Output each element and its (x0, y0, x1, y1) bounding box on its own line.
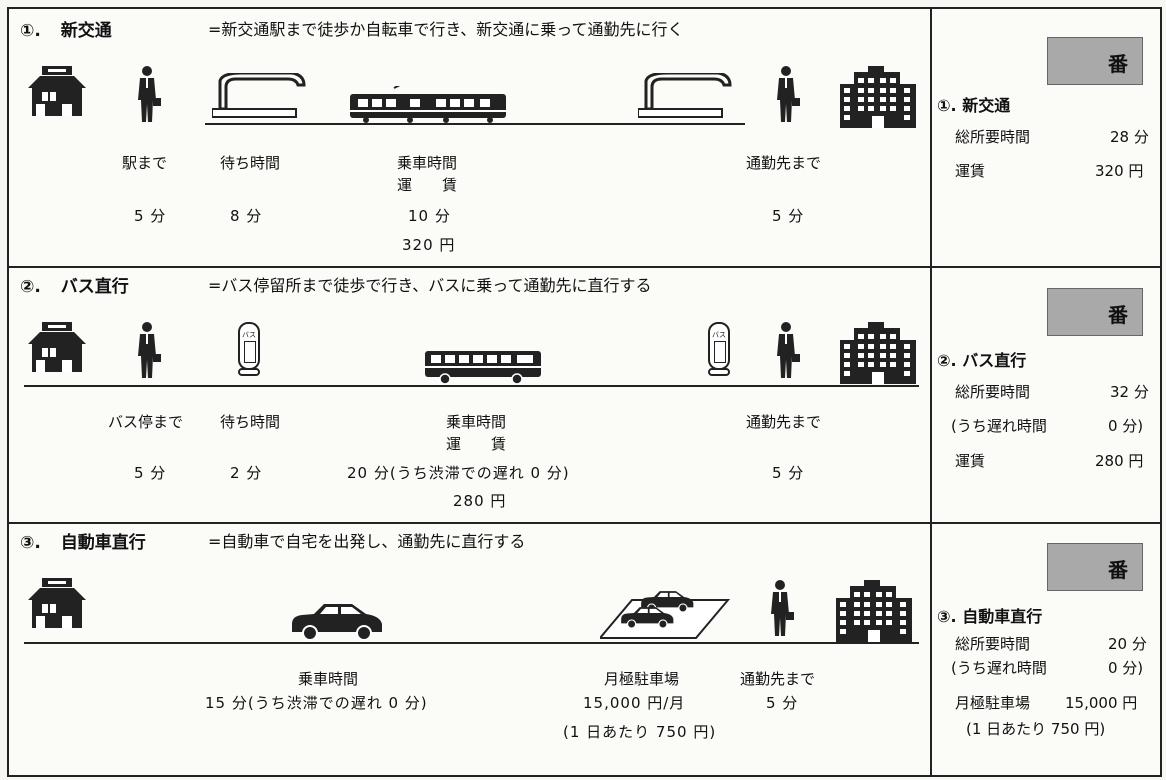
summary-3-delay-label: (うち遅れ時間 (951, 659, 1047, 677)
label-to-work: 通勤先まで (740, 670, 816, 688)
office-building-icon (836, 580, 912, 642)
summary-1-fare-label: 運賃 (955, 162, 986, 180)
summary-2-total-label: 総所要時間 (955, 383, 1031, 401)
station-platform-icon (212, 73, 306, 119)
station-platform-icon (638, 73, 732, 119)
value-ride-time: 15 分(うち渋滞での遅れ 0 分) (205, 694, 428, 712)
option-1-name: 新交通 (60, 21, 112, 41)
label-fare: 運 賃 (397, 176, 458, 194)
value-wait-time: 8 分 (230, 207, 263, 225)
value-daily-parking: (1 日あたり 750 円) (563, 723, 717, 741)
label-ride-time: 乗車時間 (446, 413, 507, 431)
option-2-name: バス直行 (60, 277, 129, 297)
summary-2-title: ②. バス直行 (937, 351, 1027, 370)
label-wait-time: 待ち時間 (220, 154, 281, 172)
option-2-number: ②. (20, 277, 41, 297)
option-1-number: ①. (20, 21, 41, 41)
summary-3-title: ③. 自動車直行 (937, 607, 1043, 626)
option-2-title: ②. バス直行 (20, 272, 129, 297)
label-ride-time: 乗車時間 (397, 154, 458, 172)
summary-1-total-value: 28 分 (1110, 128, 1149, 146)
track-line (205, 123, 745, 125)
option-3-title: ③. 自動車直行 (20, 528, 146, 553)
summary-3-parking-value: 15,000 円 (1065, 694, 1138, 712)
value-ride-time: 10 分 (408, 207, 451, 225)
label-to-work: 通勤先まで (746, 154, 822, 172)
road-line (24, 642, 919, 644)
summary-3-parking-label: 月極駐車場 (955, 694, 1031, 712)
option-3-description: =自動車で自宅を出発し、通勤先に直行する (208, 532, 526, 551)
person-icon (771, 580, 794, 636)
summary-2-delay-value: 0 分) (1108, 417, 1144, 435)
bus-icon (425, 351, 542, 385)
value-to-station: 5 分 (134, 207, 167, 225)
value-fare: 280 円 (453, 492, 507, 510)
label-ride-time: 乗車時間 (298, 670, 359, 688)
summary-3-delay-value: 0 分) (1108, 659, 1144, 677)
label-monthly-parking: 月極駐車場 (604, 670, 680, 688)
person-icon (777, 66, 800, 122)
label-to-station: 駅まで (122, 154, 168, 172)
label-wait-time: 待ち時間 (220, 413, 281, 431)
option-1-description: =新交通駅まで徒歩か自転車で行き、新交通に乗って通勤先に行く (208, 20, 684, 39)
value-to-work: 5 分 (772, 207, 805, 225)
row-divider-1 (7, 266, 1162, 268)
option-3-name: 自動車直行 (60, 533, 146, 553)
answer-box-2[interactable]: 番 (1047, 288, 1143, 336)
row-divider-2 (7, 522, 1162, 524)
summary-2-fare-value: 280 円 (1095, 452, 1144, 470)
house-icon (28, 322, 86, 372)
value-to-work: 5 分 (766, 694, 799, 712)
summary-3-total-label: 総所要時間 (955, 635, 1031, 653)
answer-box-3[interactable]: 番 (1047, 543, 1143, 591)
office-building-icon (840, 66, 916, 128)
bus-stop-icon: バス (708, 322, 732, 380)
parking-lot-icon (597, 590, 731, 640)
summary-1-fare-value: 320 円 (1095, 162, 1144, 180)
summary-2-total-value: 32 分 (1110, 383, 1149, 401)
value-monthly-parking: 15,000 円/月 (583, 694, 686, 712)
person-icon (138, 66, 161, 122)
car-icon (291, 603, 383, 641)
house-icon (28, 578, 86, 628)
train-icon (350, 86, 507, 124)
road-line (24, 385, 919, 387)
summary-3-total-value: 20 分 (1108, 635, 1147, 653)
option-2-description: =バス停留所まで徒歩で行き、バスに乗って通勤先に直行する (208, 276, 652, 295)
column-divider (930, 7, 932, 777)
comparison-table (7, 7, 1162, 777)
option-1-title: ①. 新交通 (20, 16, 112, 41)
value-to-bus-stop: 5 分 (134, 464, 167, 482)
label-to-bus-stop: バス停まで (108, 413, 184, 431)
person-icon (777, 322, 800, 378)
summary-1-title: ①. 新交通 (937, 96, 1011, 115)
person-icon (138, 322, 161, 378)
summary-2-fare-label: 運賃 (955, 452, 986, 470)
summary-1-total-label: 総所要時間 (955, 128, 1031, 146)
summary-3-daily-parking: (1 日あたり 750 円) (966, 720, 1106, 738)
label-fare: 運 賃 (446, 435, 507, 453)
value-ride-time: 20 分(うち渋滞での遅れ 0 分) (347, 464, 570, 482)
option-3-number: ③. (20, 533, 41, 553)
label-to-work: 通勤先まで (746, 413, 822, 431)
value-wait-time: 2 分 (230, 464, 263, 482)
bus-stop-icon: バス (238, 322, 262, 380)
summary-2-delay-label: (うち遅れ時間 (951, 417, 1047, 435)
value-to-work: 5 分 (772, 464, 805, 482)
office-building-icon (840, 322, 916, 384)
answer-box-1[interactable]: 番 (1047, 37, 1143, 85)
house-icon (28, 66, 86, 116)
value-fare: 320 円 (402, 236, 456, 254)
